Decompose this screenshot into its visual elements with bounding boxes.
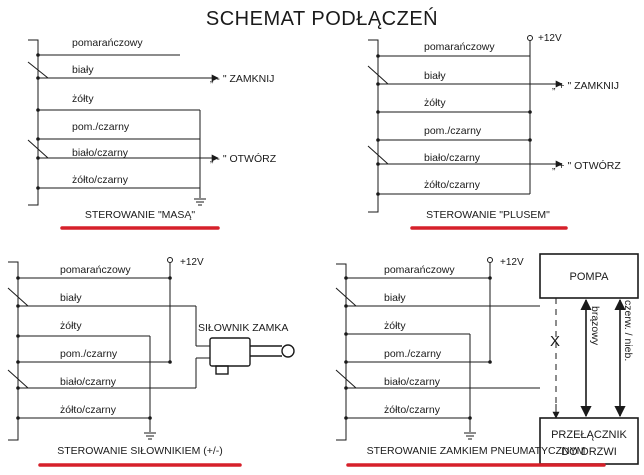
- output-label-open: „ - " OTWÓRZ: [210, 152, 277, 165]
- wire-label-brown: brązowy: [589, 306, 601, 346]
- panel-plus-control: [367, 35, 563, 213]
- caption-actuator-control: STEROWANIE SIŁOWNIKIEM (+/-): [57, 445, 223, 457]
- wire-label-orange: pomarańczowy: [384, 264, 455, 276]
- wire-label-white: biały: [60, 292, 82, 304]
- wire-label-orange-black: pom./czarny: [72, 121, 130, 133]
- relay-switch: [27, 61, 49, 79]
- wire-label-orange-black: pom./czarny: [60, 348, 118, 360]
- wire-label-yellow: żółty: [60, 320, 82, 332]
- door-switch-label-1: PRZEŁĄCZNIK: [551, 429, 627, 441]
- connector-bracket: [336, 263, 347, 441]
- wire-label-red-blue: czerw. / nieb.: [622, 300, 634, 361]
- wire-label-yellow-black: żółto/czarny: [384, 404, 441, 416]
- ground-icon: [194, 198, 206, 206]
- wire-label-white-black: biało/czarny: [60, 376, 117, 388]
- wire-label-yellow-black: żółto/czarny: [72, 174, 129, 186]
- relay-switch: [335, 287, 357, 307]
- wire-label-white: biały: [384, 292, 406, 304]
- plus12-label: +12V: [500, 257, 524, 268]
- relay-switch: [335, 369, 357, 389]
- power-terminal-icon: [487, 257, 493, 263]
- plus12-label: +12V: [538, 33, 562, 44]
- pump-label: POMPA: [570, 271, 610, 283]
- ground-icon: [144, 432, 156, 440]
- relay-switch: [27, 139, 49, 159]
- power-terminal-icon: [167, 257, 173, 263]
- door-switch-label-2: DO DRZWI: [561, 446, 617, 458]
- wire-label-yellow-black: żółto/czarny: [60, 404, 117, 416]
- actuator-label: SIŁOWNIK ZAMKA: [198, 322, 288, 334]
- connector-bracket: [368, 39, 379, 213]
- plus12-label: +12V: [180, 257, 204, 268]
- connector-bracket: [28, 39, 39, 206]
- wire-label-white-black: biało/czarny: [424, 152, 481, 164]
- wire-label-white: biały: [424, 70, 446, 82]
- page-title: SCHEMAT PODŁĄCZEŃ: [206, 7, 438, 30]
- wire-label-yellow: żółty: [384, 320, 406, 332]
- cross-mark: X: [550, 333, 560, 350]
- relay-switch: [7, 369, 29, 389]
- wire-label-orange: pomarańczowy: [424, 41, 495, 53]
- terminal-dots: [36, 53, 40, 190]
- wire-label-orange-black: pom./czarny: [424, 125, 482, 137]
- relay-switch: [367, 65, 389, 85]
- panel-mass-control: [27, 39, 219, 206]
- caption-plus-control: STEROWANIE "PLUSEM": [426, 209, 550, 221]
- wire-label-white-black: biało/czarny: [72, 147, 129, 159]
- terminal-dots: [344, 276, 492, 420]
- ground-icon: [464, 432, 476, 440]
- wire-label-yellow-black: żółto/czarny: [424, 179, 481, 191]
- terminal-dots: [16, 276, 172, 420]
- wire-label-yellow: żółty: [424, 97, 446, 109]
- relay-switch: [7, 287, 29, 307]
- caption-mass-control: STEROWANIE "MASĄ": [85, 209, 196, 221]
- output-label-close: „ - " ZAMKNIJ: [210, 73, 274, 85]
- pump-box: [539, 253, 639, 299]
- output-label-close: „ + " ZAMKNIJ: [552, 80, 619, 92]
- output-label-open: „ + " OTWÓRZ: [552, 159, 621, 172]
- wire-label-yellow: żółty: [72, 93, 94, 105]
- panel-actuator-control: [7, 257, 295, 441]
- panel-pneumatic-control: [335, 253, 639, 465]
- wire-label-orange: pomarańczowy: [60, 264, 131, 276]
- relay-switch: [367, 145, 389, 165]
- wire-label-white-black: biało/czarny: [384, 376, 441, 388]
- power-terminal-icon: [527, 35, 533, 41]
- wire-label-white: biały: [72, 64, 94, 76]
- caption-pneumatic-control: STEROWANIE ZAMKIEM PNEUMATYCZNYM: [367, 445, 586, 457]
- actuator-icon: [209, 337, 295, 375]
- wire-label-orange: pomarańczowy: [72, 37, 143, 49]
- terminal-dots: [376, 54, 532, 196]
- wire-label-orange-black: pom./czarny: [384, 348, 442, 360]
- connector-bracket: [8, 261, 19, 441]
